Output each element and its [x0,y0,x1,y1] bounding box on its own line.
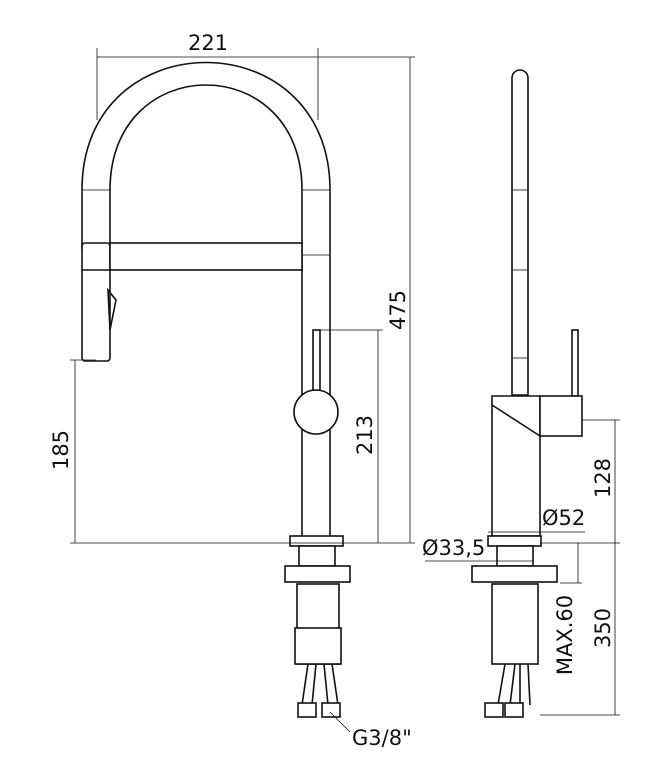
fitting-right [321,702,341,718]
dim-221: 221 [188,31,228,55]
dim-diam-52: Ø52 [542,506,585,530]
spout [511,69,529,396]
dim-350: 350 [591,608,615,648]
nut [284,565,351,583]
side-lever [571,329,579,397]
dimension-lines [70,48,620,716]
handle [293,389,339,435]
dim-diam-33-5: Ø33,5 [422,536,485,560]
side-view [471,69,583,718]
dim-128: 128 [591,458,615,498]
stem [298,545,336,567]
front-view [81,61,351,733]
dim-max-60: MAX.60 [553,595,577,675]
dim-213: 213 [353,415,377,455]
base-flange [289,535,344,547]
connection-label: G3/8" [352,726,412,750]
magnetic-bar [109,242,303,271]
hoses [301,663,339,706]
fitting-left [297,702,317,718]
arch-inner [109,84,303,540]
spray-head [81,242,111,362]
side-handle [539,395,583,437]
side-body [491,395,541,537]
arch-outer [81,61,331,540]
dim-475: 475 [386,290,410,330]
dim-185: 185 [49,430,73,470]
spray-button [107,287,117,331]
ribs [294,627,342,665]
